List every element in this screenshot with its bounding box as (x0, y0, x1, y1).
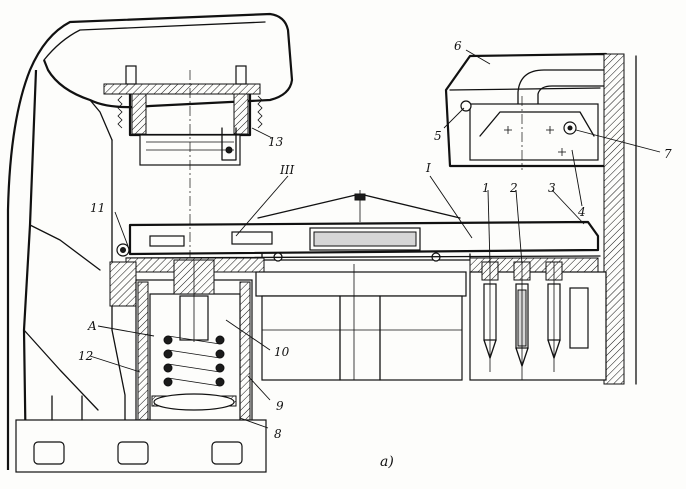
figure-caption: a) (380, 454, 394, 470)
ventilation-duct (444, 52, 637, 385)
spring-coils (163, 335, 225, 387)
callout-7: 7 (664, 147, 672, 161)
callout-I: I (425, 161, 431, 175)
callout-2: 2 (509, 181, 518, 195)
callout-6: 6 (454, 39, 462, 53)
callout-3: 3 (548, 181, 556, 195)
callout-11: 11 (90, 201, 105, 215)
callout-10: 10 (274, 345, 290, 359)
central-block (255, 264, 467, 381)
roof-fan-housing (103, 65, 263, 166)
callout-13: 13 (268, 135, 284, 149)
callout-9: 9 (276, 399, 284, 413)
shock-absorber-assembly (109, 243, 253, 441)
callout-1: 1 (482, 181, 490, 195)
callout-III: III (279, 163, 294, 177)
callout-A: A (87, 319, 97, 333)
right-apparatus (469, 261, 607, 381)
lower-chassis (15, 395, 267, 473)
callout-12: 12 (78, 349, 93, 363)
main-frame-platform (125, 190, 601, 273)
callout-5: 5 (434, 129, 442, 143)
callout-8: 8 (274, 427, 282, 441)
callout-labels: 13 11 III A 12 10 9 8 6 5 7 I 1 2 3 4 a) (78, 39, 672, 470)
leader-lines (89, 49, 661, 429)
callout-4: 4 (577, 205, 586, 219)
